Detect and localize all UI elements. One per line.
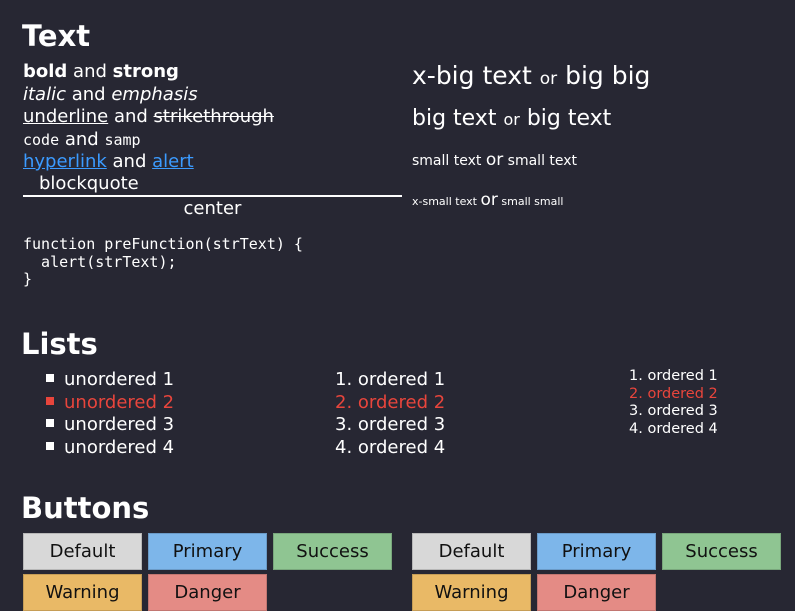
list-item-label: unordered 4	[64, 436, 175, 458]
list-item-label: ordered 4	[647, 421, 718, 438]
x-big-text: x-big text	[412, 61, 532, 90]
list-item-label: ordered 1	[647, 368, 718, 384]
list-item-label: unordered 2	[64, 391, 175, 413]
samp-text: samp	[104, 131, 141, 149]
blockquote: blockquote	[39, 173, 139, 194]
ordered-list-small: 1. ordered 1 2. ordered 2 3. ordered 3 4…	[629, 368, 718, 439]
success-button-2[interactable]: Success	[662, 533, 781, 570]
and-text: and	[113, 106, 148, 127]
square-bullet-icon	[46, 374, 54, 382]
underline-text: underline	[23, 106, 109, 127]
list-item: 4. ordered 4	[335, 437, 445, 460]
bold-strong-line: bold and strong	[23, 61, 179, 83]
warning-button-2[interactable]: Warning	[412, 574, 531, 611]
code-block: function preFunction(strText) { alert(st…	[23, 235, 303, 288]
list-item: unordered 4	[46, 437, 174, 460]
emphasis-text: emphasis	[111, 84, 198, 105]
and-text: and	[112, 151, 147, 172]
list-item: 4. ordered 4	[629, 421, 718, 439]
small-small-text: small small	[501, 195, 564, 208]
code-text: code	[23, 131, 60, 149]
list-item: 2. ordered 2	[335, 392, 445, 415]
list-item: unordered 2	[46, 392, 174, 415]
danger-button[interactable]: Danger	[148, 574, 267, 611]
strikethrough-text: strikethrough	[153, 106, 274, 127]
warning-button[interactable]: Warning	[23, 574, 142, 611]
small-text-line: small text or small text	[412, 150, 577, 171]
buttons-heading: Buttons	[21, 491, 150, 525]
list-item-label: ordered 2	[647, 385, 718, 402]
x-small-text: x-small text	[412, 195, 477, 208]
link-alert-line: hyperlink and alert	[23, 151, 194, 173]
x-small-text-line: x-small text or small small	[412, 190, 564, 212]
list-item-label: unordered 1	[64, 369, 175, 390]
alert-link[interactable]: alert	[152, 151, 194, 172]
list-number: 2.	[629, 385, 648, 402]
big-text-line: big text or big text	[412, 104, 611, 135]
list-number: 1.	[335, 369, 358, 390]
center-text: center	[183, 198, 242, 219]
list-number: 3.	[335, 414, 358, 435]
list-item-label: ordered 3	[357, 414, 446, 435]
primary-button[interactable]: Primary	[148, 533, 267, 570]
hyperlink[interactable]: hyperlink	[23, 151, 107, 172]
list-item: unordered 3	[46, 414, 174, 437]
list-number: 3.	[629, 403, 648, 420]
success-button[interactable]: Success	[273, 533, 392, 570]
list-number: 2.	[335, 391, 358, 413]
bold-text: bold	[23, 61, 68, 82]
lists-heading: Lists	[21, 327, 98, 361]
list-item-label: ordered 1	[357, 369, 446, 390]
list-item-label: ordered 4	[357, 436, 446, 458]
list-item: 3. ordered 3	[335, 414, 445, 437]
horizontal-rule	[23, 195, 402, 197]
code-samp-line: code and samp	[23, 129, 141, 151]
ordered-list: 1. ordered 1 2. ordered 2 3. ordered 3 4…	[335, 369, 445, 459]
danger-button-2[interactable]: Danger	[537, 574, 656, 611]
big-text-2: big text	[526, 106, 612, 131]
primary-button-2[interactable]: Primary	[537, 533, 656, 570]
or-text: or	[485, 150, 504, 170]
list-item-label: ordered 2	[357, 391, 446, 413]
list-item: unordered 1	[46, 369, 174, 392]
text-heading: Text	[22, 19, 91, 53]
list-item: 1. ordered 1	[335, 369, 445, 392]
square-bullet-icon	[46, 419, 54, 427]
or-text: or	[503, 110, 520, 129]
and-text: and	[73, 61, 107, 82]
or-text: or	[480, 190, 498, 210]
and-text: and	[71, 84, 106, 105]
underline-strike-line: underline and strikethrough	[23, 106, 274, 128]
or-text: or	[539, 69, 558, 89]
big-text: big text	[412, 106, 497, 131]
strong-text: strong	[112, 61, 179, 82]
big-big-text: big big	[565, 61, 651, 90]
list-number: 4.	[629, 421, 648, 438]
italic-emphasis-line: italic and emphasis	[23, 84, 198, 106]
list-item: 2. ordered 2	[629, 386, 718, 404]
default-button[interactable]: Default	[23, 533, 142, 570]
list-item: 3. ordered 3	[629, 403, 718, 421]
list-item-label: ordered 3	[647, 403, 718, 420]
list-item-label: unordered 3	[64, 414, 175, 435]
list-item: 1. ordered 1	[629, 368, 718, 386]
and-text: and	[64, 129, 99, 150]
small-text: small text	[412, 153, 482, 169]
x-big-text-line: x-big text or big big	[412, 59, 650, 96]
small-text-2: small text	[507, 153, 578, 169]
default-button-2[interactable]: Default	[412, 533, 531, 570]
italic-text: italic	[23, 84, 66, 105]
square-bullet-icon	[46, 441, 54, 450]
list-number: 1.	[629, 368, 648, 384]
list-number: 4.	[335, 436, 358, 458]
square-bullet-icon	[46, 396, 54, 405]
unordered-list: unordered 1 unordered 2 unordered 3 unor…	[46, 369, 174, 459]
